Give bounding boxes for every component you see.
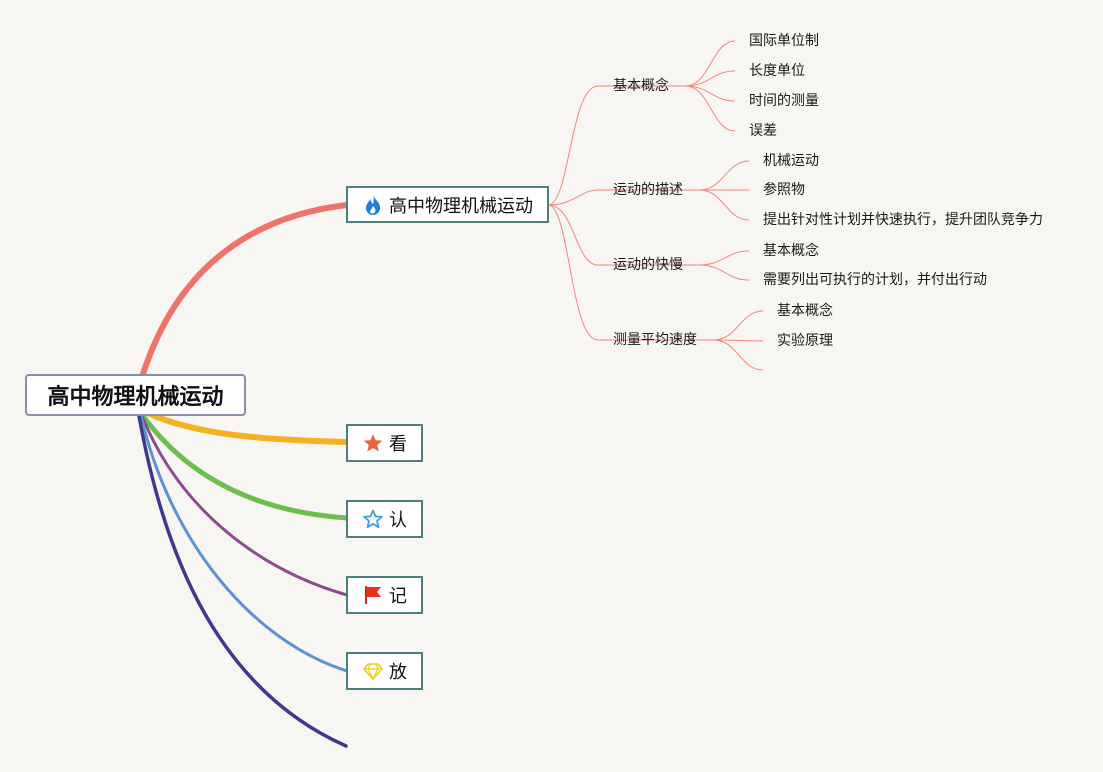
branch-connector-1	[140, 202, 350, 377]
branch-connector-4	[140, 414, 349, 597]
branch-connector-6	[137, 414, 348, 748]
leaf-topic[interactable]: 国际单位制	[749, 33, 819, 49]
subtopic-basic-concepts[interactable]: 基本概念	[613, 78, 669, 94]
leaf-topic[interactable]: 基本概念	[777, 303, 833, 319]
leaf-topic[interactable]: 时间的测量	[749, 93, 819, 109]
branch-topic-label: 看	[389, 434, 407, 455]
root-topic-label: 高中物理机械运动	[47, 385, 224, 410]
branch-topic-label: 记	[389, 586, 407, 607]
subtopic-motion-speed[interactable]: 运动的快慢	[613, 257, 683, 273]
branch-connector-5	[139, 414, 349, 673]
leaf-topic[interactable]: 机械运动	[763, 153, 819, 169]
branch-topic-label: 放	[389, 662, 407, 683]
root-topic[interactable]: 高中物理机械运动	[25, 374, 246, 416]
flame-icon	[362, 194, 384, 216]
star-filled-icon	[362, 432, 384, 454]
leaf-topic[interactable]: 误差	[749, 123, 777, 139]
subtopic-average-speed[interactable]: 测量平均速度	[613, 332, 697, 348]
branch-topic-label: 认	[389, 510, 407, 531]
leaf-topic[interactable]: 需要列出可执行的计划，并付出行动	[763, 272, 987, 288]
branch-topic-remember[interactable]: 记	[346, 576, 423, 614]
branch-topic-label: 高中物理机械运动	[389, 195, 533, 217]
leaf-topic[interactable]: 参照物	[763, 182, 805, 198]
branch-connector-2	[147, 411, 350, 445]
branch-topic-release[interactable]: 放	[346, 652, 423, 690]
subtopic-motion-description[interactable]: 运动的描述	[613, 182, 683, 198]
branch-connector-3	[140, 413, 350, 521]
leaf-topic[interactable]: 长度单位	[749, 63, 805, 79]
leaf-topic[interactable]: 基本概念	[763, 243, 819, 259]
star-outline-icon	[362, 508, 384, 530]
branch-topic-look[interactable]: 看	[346, 424, 423, 462]
diamond-icon	[362, 660, 384, 682]
leaf-topic[interactable]: 提出针对性计划并快速执行，提升团队竞争力	[763, 212, 1043, 228]
branch-topic-recognize[interactable]: 认	[346, 500, 423, 538]
flag-icon	[362, 584, 384, 606]
leaf-topic[interactable]: 实验原理	[777, 333, 833, 349]
branch-topic-physics[interactable]: 高中物理机械运动	[346, 186, 549, 223]
